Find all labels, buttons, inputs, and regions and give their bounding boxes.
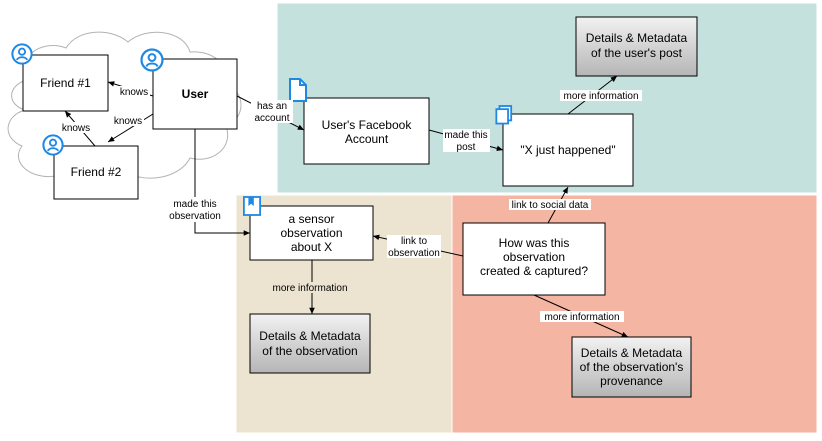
edge-user-sensorobs: [194, 129, 250, 236]
svg-text:Friend #1: Friend #1: [40, 76, 91, 90]
edge-label-more-info-obs: more information: [268, 282, 352, 294]
node-obs-details: Details & Metadata of the observation: [249, 313, 371, 374]
node-provenance-question: How was this observation created & captu…: [462, 222, 606, 296]
documents-icon: [495, 105, 513, 125]
node-sensor-obs: a sensor observation about X: [243, 196, 374, 261]
node-friend2: Friend #2: [42, 134, 139, 200]
svg-text:post: post: [457, 142, 476, 153]
svg-text:more information: more information: [272, 283, 347, 294]
svg-text:link to social data: link to social data: [512, 200, 589, 211]
document-icon: [289, 78, 307, 102]
svg-text:knows: knows: [62, 123, 90, 134]
node-friend1: Friend #1: [11, 43, 109, 112]
node-fb-account: User's Facebook Account: [289, 78, 430, 165]
svg-text:link to: link to: [401, 236, 428, 247]
user-icon: [42, 134, 64, 156]
svg-text:more information: more information: [563, 91, 638, 102]
bookmark-icon: [243, 196, 261, 216]
edge-label-made-obs: made this observation: [166, 197, 226, 222]
svg-text:"X just happened": "X just happened": [520, 143, 615, 157]
edge-user-friend2: [107, 113, 154, 143]
edge-label-more-info-prov: more information: [540, 311, 624, 323]
edge-label-knows-1: knows: [118, 86, 150, 98]
svg-text:knows: knows: [114, 116, 142, 127]
svg-text:Account: Account: [345, 132, 389, 146]
edge-label-knows-2: knows: [112, 115, 144, 127]
svg-text:Details & Metadata: Details & Metadata: [581, 346, 683, 360]
svg-text:made this: made this: [444, 130, 487, 141]
svg-text:about X: about X: [291, 240, 332, 254]
svg-text:observation: observation: [503, 250, 565, 264]
svg-text:a sensor: a sensor: [288, 212, 334, 226]
svg-text:observation: observation: [169, 211, 221, 222]
svg-text:How was this: How was this: [499, 236, 570, 250]
node-post: "X just happened": [495, 105, 634, 187]
svg-text:knows: knows: [120, 87, 148, 98]
node-user: User: [140, 48, 238, 130]
svg-text:made this: made this: [173, 199, 216, 210]
svg-text:provenance: provenance: [600, 374, 663, 388]
user-icon: [140, 48, 164, 72]
edge-labels: knows knows knows has an account made th…: [60, 86, 642, 323]
svg-text:Friend #2: Friend #2: [71, 165, 122, 179]
svg-text:of the observation's: of the observation's: [580, 360, 684, 374]
svg-text:Details & Metadata: Details & Metadata: [259, 329, 361, 343]
svg-text:User's Facebook: User's Facebook: [322, 118, 413, 132]
svg-text:has an: has an: [257, 101, 287, 112]
svg-text:User: User: [182, 87, 209, 101]
node-provenance-details: Details & Metadata of the observation's …: [571, 336, 692, 398]
edge-label-more-info-post: more information: [560, 90, 642, 102]
svg-text:more information: more information: [544, 312, 619, 323]
edge-label-has-account: has an account: [251, 100, 293, 124]
svg-text:of the observation: of the observation: [262, 344, 357, 358]
nodes: Friend #1 User Friend #2 User's Facebook…: [11, 16, 698, 398]
svg-text:Details & Metadata: Details & Metadata: [586, 31, 688, 45]
svg-text:account: account: [254, 113, 289, 124]
edge-label-knows-3: knows: [60, 122, 92, 134]
svg-text:observation: observation: [280, 226, 342, 240]
svg-text:observation: observation: [388, 248, 440, 259]
edge-label-link-social: link to social data: [509, 199, 591, 211]
edge-label-link-obs: link to observation: [387, 235, 441, 259]
svg-text:of the user's post: of the user's post: [591, 46, 683, 60]
svg-text:created & captured?: created & captured?: [480, 264, 588, 278]
user-icon: [11, 43, 33, 65]
node-post-details: Details & Metadata of the user's post: [575, 16, 698, 77]
edge-label-made-post: made this post: [443, 129, 490, 153]
